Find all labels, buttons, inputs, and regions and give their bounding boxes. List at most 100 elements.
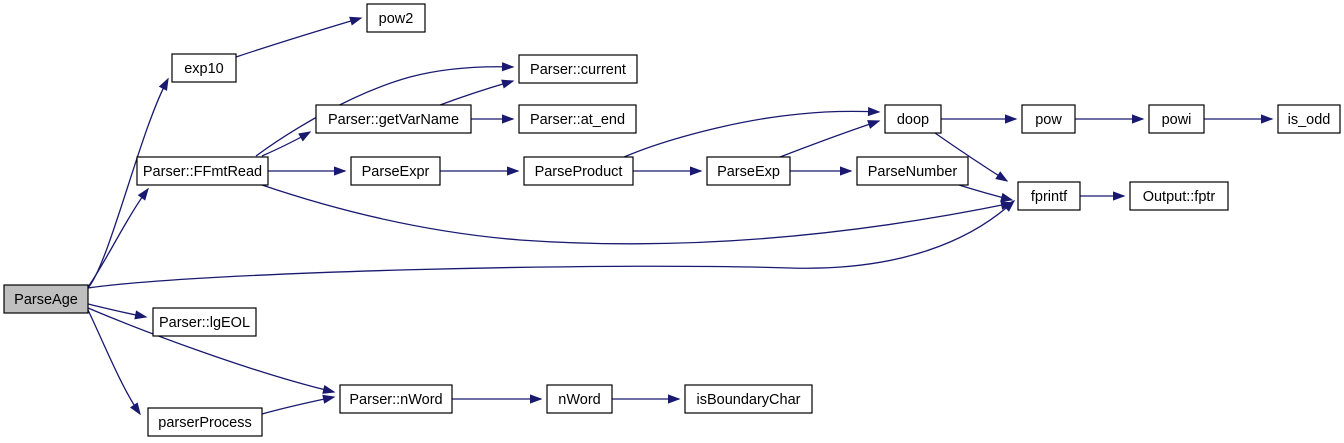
node-label: powi xyxy=(1162,112,1192,128)
graph-node-parseproduct[interactable]: ParseProduct xyxy=(523,156,634,186)
node-box[interactable] xyxy=(315,104,472,134)
call-edge xyxy=(779,120,881,158)
graph-node-parser-nword[interactable]: Parser::nWord xyxy=(339,384,453,414)
call-edge xyxy=(255,62,515,157)
call-edge xyxy=(87,187,149,288)
edge-arrowhead xyxy=(867,106,881,117)
node-label: fprintf xyxy=(1031,189,1068,205)
node-box[interactable] xyxy=(856,156,969,186)
node-label: Output::fptr xyxy=(1143,189,1216,205)
edge-arrowhead xyxy=(501,62,515,72)
node-label: ParseExp xyxy=(717,164,780,180)
edge-arrowhead xyxy=(1261,114,1274,124)
node-label: doop xyxy=(897,112,929,128)
edge-arrowhead xyxy=(1000,192,1014,202)
node-label: is_odd xyxy=(1288,112,1331,128)
node-label: ParseProduct xyxy=(535,164,623,180)
call-edge xyxy=(235,16,363,58)
edge-arrowhead xyxy=(840,166,853,176)
edge-arrowhead xyxy=(158,77,169,91)
node-label: Parser::lgEOL xyxy=(159,315,250,331)
graph-node-pow[interactable]: pow xyxy=(1021,104,1076,134)
graph-node-output-fptr[interactable]: Output::fptr xyxy=(1129,181,1229,211)
graph-node-parseexp[interactable]: ParseExp xyxy=(706,156,791,186)
call-edge xyxy=(623,106,881,158)
node-label: Parser::nWord xyxy=(349,392,442,408)
graph-node-parseexpr[interactable]: ParseExpr xyxy=(350,156,441,186)
call-edge xyxy=(934,132,1009,182)
node-box[interactable] xyxy=(884,104,942,134)
node-label: pow xyxy=(1035,112,1062,128)
node-label: Parser::current xyxy=(530,62,626,78)
graph-node-pow2[interactable]: pow2 xyxy=(366,3,426,33)
graph-node-parsenumber[interactable]: ParseNumber xyxy=(856,156,969,186)
node-label: ParseAge xyxy=(14,292,78,308)
graph-node-doop[interactable]: doop xyxy=(884,104,942,134)
graph-node-parserprocess[interactable]: parserProcess xyxy=(147,407,263,437)
edge-line xyxy=(87,307,335,393)
edge-arrowhead xyxy=(349,16,363,26)
edge-arrowhead xyxy=(690,166,703,176)
node-box[interactable] xyxy=(339,384,453,414)
graph-node-isboundarychar[interactable]: isBoundaryChar xyxy=(684,384,813,414)
node-box[interactable] xyxy=(366,3,426,33)
edge-line xyxy=(439,80,514,106)
node-box[interactable] xyxy=(1148,104,1205,134)
call-edge xyxy=(439,79,515,106)
edge-arrowhead xyxy=(134,310,148,320)
call-edge xyxy=(87,309,141,416)
graph-node-parser-ffmtread[interactable]: Parser::FFmtRead xyxy=(136,156,269,186)
node-box[interactable] xyxy=(171,53,237,83)
node-label: ParseExpr xyxy=(362,164,430,180)
node-box[interactable] xyxy=(518,54,638,84)
node-box[interactable] xyxy=(1129,181,1229,211)
node-box[interactable] xyxy=(3,284,89,314)
node-label: Parser::at_end xyxy=(530,112,625,128)
node-box[interactable] xyxy=(684,384,813,414)
call-edge xyxy=(471,114,515,124)
node-box[interactable] xyxy=(1017,181,1081,211)
call-edge xyxy=(612,394,681,404)
call-edge xyxy=(87,303,148,320)
call-edge xyxy=(87,199,1016,289)
edge-arrowhead xyxy=(1113,191,1126,201)
call-edge xyxy=(261,131,312,157)
edge-arrowhead xyxy=(1132,114,1145,124)
node-box[interactable] xyxy=(1277,104,1341,134)
edge-arrowhead xyxy=(322,384,336,394)
node-label: exp10 xyxy=(184,61,224,77)
node-label: pow2 xyxy=(379,11,414,27)
edge-line xyxy=(261,184,1013,245)
node-box[interactable] xyxy=(706,156,791,186)
graph-node-powi[interactable]: powi xyxy=(1148,104,1205,134)
graph-node-parser-at_end[interactable]: Parser::at_end xyxy=(518,104,637,134)
node-box[interactable] xyxy=(518,104,637,134)
node-box[interactable] xyxy=(350,156,441,186)
node-box[interactable] xyxy=(1021,104,1076,134)
graph-node-fprintf[interactable]: fprintf xyxy=(1017,181,1081,211)
call-edge xyxy=(790,166,853,176)
node-box[interactable] xyxy=(546,384,613,414)
graph-node-parser-current[interactable]: Parser::current xyxy=(518,54,638,84)
graph-node-is_odd[interactable]: is_odd xyxy=(1277,104,1341,134)
edge-arrowhead xyxy=(334,166,347,176)
node-box[interactable] xyxy=(147,407,263,437)
node-label: Parser::getVarName xyxy=(328,112,459,128)
graph-node-parser-getvarname[interactable]: Parser::getVarName xyxy=(315,104,472,134)
graph-node-exp10[interactable]: exp10 xyxy=(171,53,237,83)
edge-arrowhead xyxy=(137,187,149,201)
node-box[interactable] xyxy=(136,156,269,186)
graph-node-parseage[interactable]: ParseAge xyxy=(3,284,89,314)
call-edge xyxy=(941,114,1018,124)
node-box[interactable] xyxy=(152,307,257,337)
edge-arrowhead xyxy=(1005,114,1018,124)
graph-node-nword[interactable]: nWord xyxy=(546,384,613,414)
node-box[interactable] xyxy=(523,156,634,186)
edge-line xyxy=(255,66,514,157)
graph-node-parser-lgeol[interactable]: Parser::lgEOL xyxy=(152,307,257,337)
node-label: isBoundaryChar xyxy=(697,392,801,408)
call-edge xyxy=(440,166,520,176)
call-edge xyxy=(1204,114,1274,124)
